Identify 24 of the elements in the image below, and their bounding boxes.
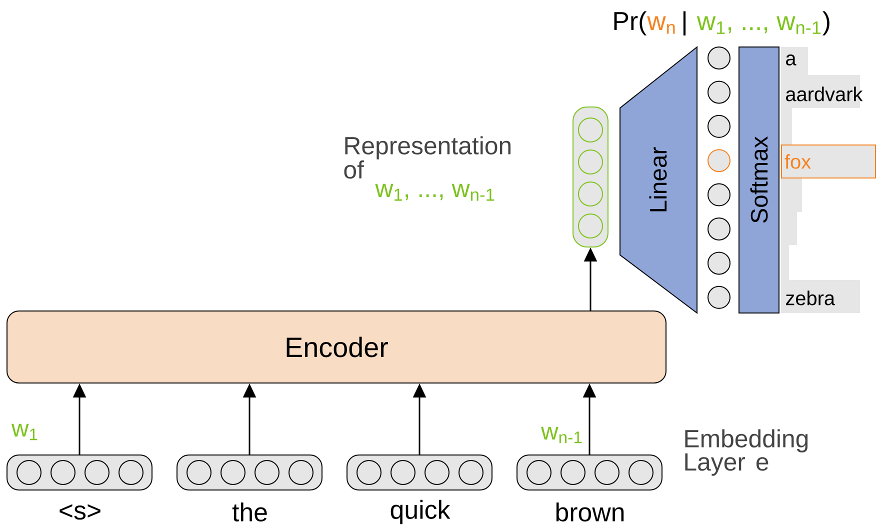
- embedding-vector: [346, 454, 492, 490]
- probability-formula: w$_{n}$: [647, 16, 675, 34]
- word-symbol: w$_{1}$: [11, 424, 38, 440]
- layer-caption: Embedding Layer e: [685, 429, 808, 476]
- word-symbol: w$_{1}$, ..., w$_{n-1}$: [375, 184, 494, 201]
- word-symbol: w$_{n-1}$: [541, 426, 582, 444]
- token-label: <s>: [60, 504, 100, 520]
- description-text: Representation of: [344, 136, 510, 179]
- token-label: quick: [390, 500, 450, 524]
- vocabulary-word: aardvark: [786, 86, 863, 102]
- probability-formula: w$_{1}$, ..., w$_{n-1}$: [696, 16, 821, 34]
- token-label: the: [232, 502, 267, 522]
- token-label: brown: [556, 502, 624, 522]
- probability-formula: Pr(: [614, 11, 647, 36]
- linear-layer: Linear: [620, 46, 698, 314]
- representation-vector: [572, 106, 608, 248]
- embedding-vector: [176, 454, 322, 490]
- probability-formula: ): [822, 11, 830, 36]
- softmax-layer: Softmax: [738, 46, 780, 314]
- highlighted-word: fox: [781, 144, 876, 178]
- embedding-vector: [516, 454, 662, 490]
- embedding-vector: [6, 454, 152, 490]
- encoder-box: Encoder: [6, 310, 666, 384]
- probability-formula: |: [683, 11, 686, 36]
